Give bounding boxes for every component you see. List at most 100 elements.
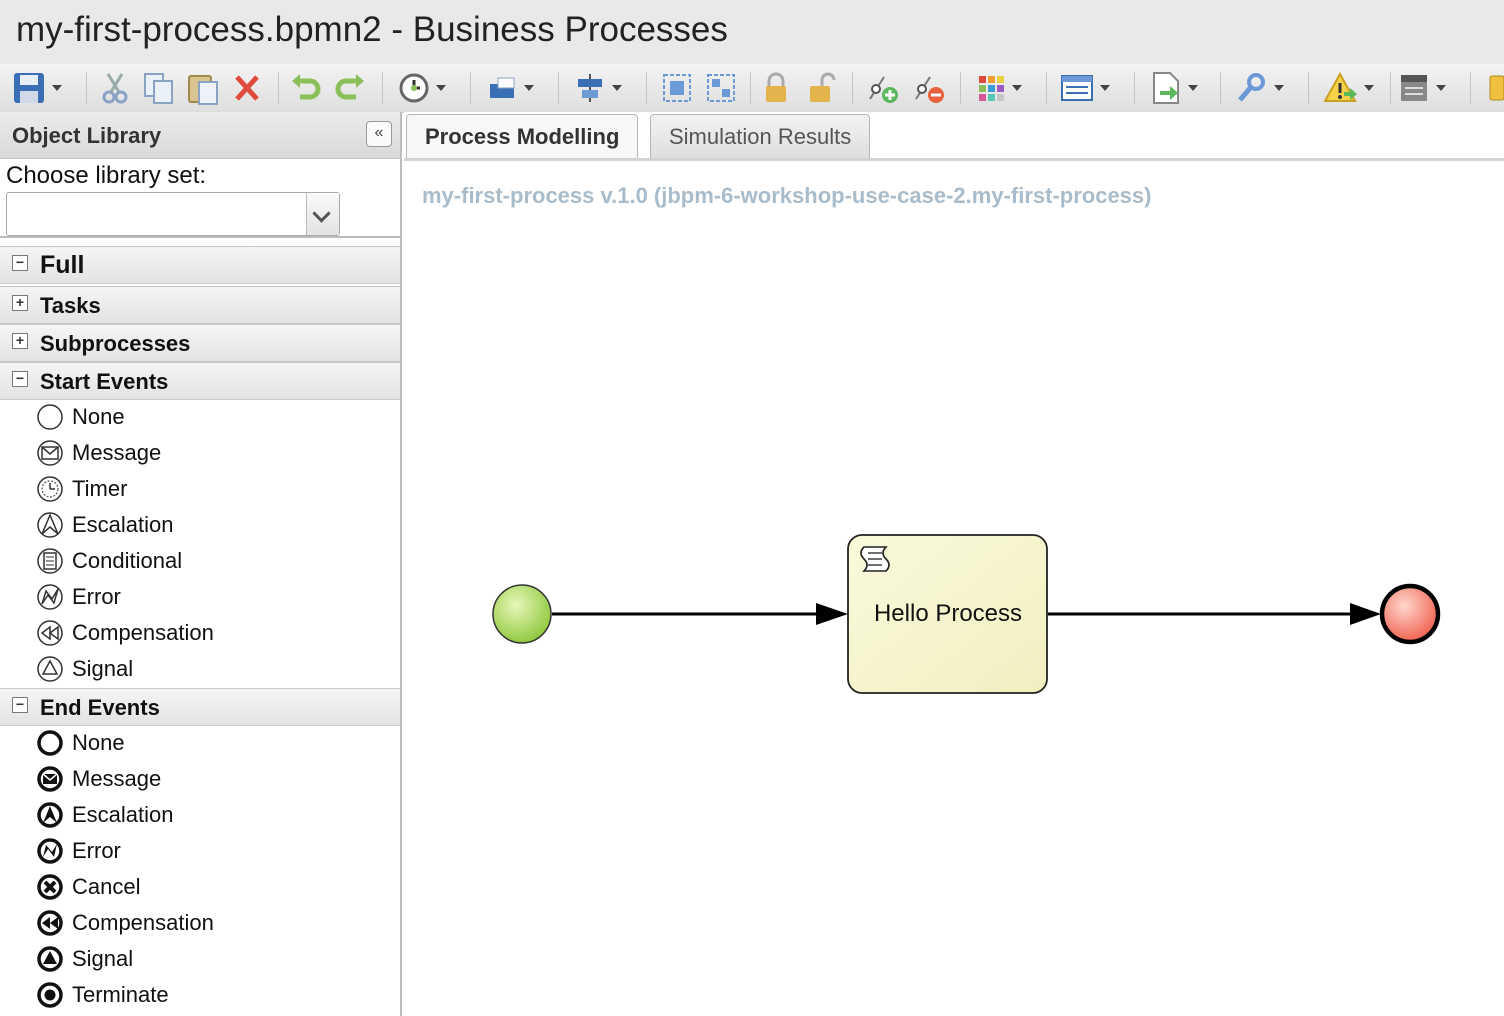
color-grid-icon bbox=[979, 76, 1004, 101]
object-library-header: Object Library « bbox=[0, 112, 400, 159]
cut-icon bbox=[102, 73, 128, 104]
arrowhead-icon bbox=[1350, 603, 1381, 625]
align-button[interactable] bbox=[574, 70, 622, 106]
section-end-events[interactable]: − End Events bbox=[0, 688, 400, 726]
start-signal-icon bbox=[37, 656, 63, 682]
start-event-none[interactable]: None bbox=[36, 400, 125, 434]
delete-button[interactable] bbox=[232, 70, 262, 106]
start-event-timer[interactable]: Timer bbox=[36, 472, 127, 506]
more-button[interactable] bbox=[1488, 70, 1504, 106]
lock-button[interactable] bbox=[762, 70, 790, 106]
copy-icon bbox=[144, 73, 173, 104]
item-label: Signal bbox=[72, 656, 134, 681]
tools-icon bbox=[1238, 73, 1265, 102]
add-docker-button[interactable] bbox=[866, 70, 900, 106]
start-message-icon bbox=[37, 440, 63, 466]
section-start-events[interactable]: − Start Events bbox=[0, 362, 400, 400]
unlock-button[interactable] bbox=[806, 70, 838, 106]
end-event-none[interactable]: None bbox=[36, 726, 125, 760]
collapse-toggle-icon[interactable]: − bbox=[12, 255, 28, 271]
end-error-icon bbox=[37, 838, 63, 864]
tab-process-modelling[interactable]: Process Modelling bbox=[406, 114, 639, 159]
expand-toggle-icon[interactable]: + bbox=[12, 295, 28, 311]
start-compensation-icon bbox=[37, 620, 63, 646]
item-label: Escalation bbox=[72, 512, 174, 537]
tab-simulation-results[interactable]: Simulation Results bbox=[650, 114, 871, 159]
tab-underline bbox=[404, 158, 1504, 161]
end-terminate-icon bbox=[37, 982, 63, 1008]
start-event-escalation[interactable]: Escalation bbox=[36, 508, 174, 542]
add-docker-icon bbox=[869, 76, 898, 103]
start-event-compensation[interactable]: Compensation bbox=[36, 616, 214, 650]
paste-icon bbox=[188, 75, 218, 105]
bpmn-diagram bbox=[492, 534, 1441, 694]
script-task-node[interactable] bbox=[847, 534, 1048, 694]
start-event-error[interactable]: Error bbox=[36, 580, 121, 614]
shape-button[interactable] bbox=[486, 70, 534, 106]
section-start-events-label: Start Events bbox=[40, 369, 169, 394]
start-escalation-icon bbox=[37, 512, 63, 538]
start-error-icon bbox=[37, 584, 63, 610]
section-full[interactable]: − Full bbox=[0, 246, 400, 284]
cut-button[interactable] bbox=[100, 70, 130, 106]
collapse-panel-button[interactable]: « bbox=[366, 121, 392, 147]
start-conditional-icon bbox=[37, 548, 63, 574]
end-event-compensation[interactable]: Compensation bbox=[36, 906, 214, 940]
properties-button[interactable] bbox=[1060, 70, 1110, 106]
toolbar bbox=[0, 64, 1504, 113]
undo-icon bbox=[292, 74, 321, 100]
undo-button[interactable] bbox=[290, 70, 322, 106]
save-button[interactable] bbox=[12, 70, 62, 106]
section-end-events-label: End Events bbox=[40, 695, 160, 720]
paste-button[interactable] bbox=[186, 70, 220, 106]
title-bar: my-first-process.bpmn2 - Business Proces… bbox=[0, 0, 1504, 64]
start-event-message[interactable]: Message bbox=[36, 436, 161, 470]
history-button[interactable] bbox=[398, 70, 446, 106]
redo-button[interactable] bbox=[334, 70, 366, 106]
unlock-icon bbox=[810, 72, 836, 102]
item-label: Signal bbox=[72, 946, 134, 971]
validate-icon bbox=[1324, 72, 1357, 102]
collapse-toggle-icon[interactable]: − bbox=[12, 371, 28, 387]
chevron-down-icon[interactable] bbox=[306, 193, 339, 235]
validate-button[interactable] bbox=[1324, 70, 1374, 106]
item-label: None bbox=[72, 404, 125, 429]
divider bbox=[0, 236, 400, 238]
lock-icon bbox=[766, 72, 786, 102]
item-label: Compensation bbox=[72, 910, 214, 935]
remove-docker-button[interactable] bbox=[912, 70, 946, 106]
group-button[interactable] bbox=[660, 70, 694, 106]
tools-button[interactable] bbox=[1236, 70, 1284, 106]
copy-button[interactable] bbox=[142, 70, 176, 106]
section-tasks[interactable]: + Tasks bbox=[0, 286, 400, 324]
start-event-node[interactable] bbox=[492, 584, 552, 644]
item-label: Cancel bbox=[72, 874, 141, 899]
start-event-signal[interactable]: Signal bbox=[36, 652, 133, 686]
simulation-button[interactable] bbox=[1398, 70, 1446, 106]
end-event-signal[interactable]: Signal bbox=[36, 942, 133, 976]
process-canvas[interactable]: my-first-process v.1.0 (jbpm-6-workshop-… bbox=[404, 161, 1504, 1016]
item-label: Message bbox=[72, 440, 162, 465]
item-label: Escalation bbox=[72, 802, 174, 827]
end-event-terminate[interactable]: Terminate bbox=[36, 978, 169, 1012]
end-escalation-icon bbox=[37, 802, 63, 828]
end-event-message[interactable]: Message bbox=[36, 762, 161, 796]
end-event-node[interactable] bbox=[1379, 583, 1441, 645]
export-button[interactable] bbox=[1150, 70, 1198, 106]
redo-icon bbox=[335, 74, 364, 100]
ungroup-button[interactable] bbox=[704, 70, 738, 106]
more-icon bbox=[1489, 75, 1504, 101]
end-event-error[interactable]: Error bbox=[36, 834, 121, 868]
task-label: Hello Process bbox=[873, 600, 1023, 627]
collapse-toggle-icon[interactable]: − bbox=[12, 697, 28, 713]
item-label: Error bbox=[72, 838, 121, 863]
item-label: Conditional bbox=[72, 548, 183, 573]
end-event-escalation[interactable]: Escalation bbox=[36, 798, 174, 832]
start-event-conditional[interactable]: Conditional bbox=[36, 544, 182, 578]
expand-toggle-icon[interactable]: + bbox=[12, 333, 28, 349]
section-subprocesses[interactable]: + Subprocesses bbox=[0, 324, 400, 362]
library-set-select[interactable] bbox=[6, 192, 340, 236]
end-event-cancel[interactable]: Cancel bbox=[36, 870, 140, 904]
color-grid-button[interactable] bbox=[976, 70, 1022, 106]
item-label: Error bbox=[72, 584, 121, 609]
